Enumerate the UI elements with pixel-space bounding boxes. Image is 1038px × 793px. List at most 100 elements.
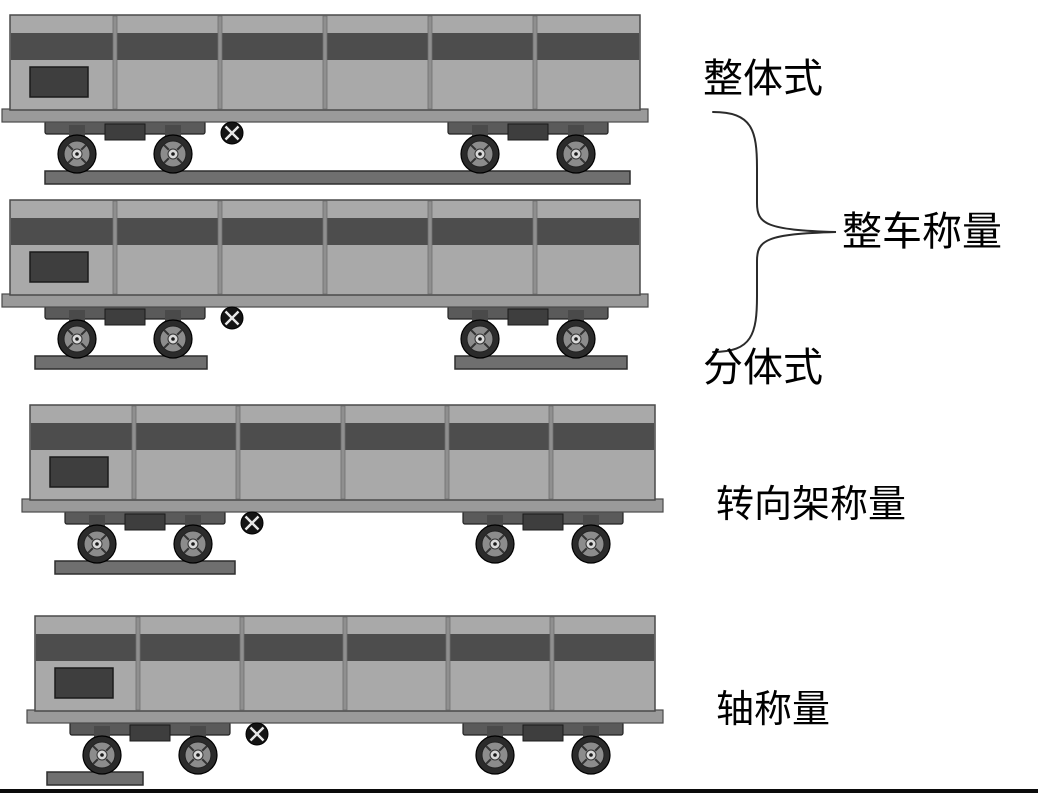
wheel-center — [95, 542, 99, 546]
wheel-spoke — [105, 745, 112, 752]
body-rib — [131, 405, 137, 500]
wheel-spoke — [581, 547, 588, 554]
underframe — [1, 108, 649, 123]
weighbridge-platform — [46, 771, 144, 786]
wheel-center — [574, 152, 578, 156]
weighbridge-platform — [44, 170, 631, 185]
wheel-spoke — [163, 329, 170, 336]
brace-whole-car-weighing — [712, 111, 837, 353]
wheel-spoke — [483, 157, 490, 164]
wheel-spoke — [594, 745, 601, 752]
bottom-border — [0, 789, 1038, 793]
wheel-spoke — [485, 758, 492, 765]
axle-box — [69, 125, 85, 136]
wheel-spoke — [67, 342, 74, 349]
wheel-spoke — [470, 157, 477, 164]
axle-box — [472, 310, 488, 321]
wheel-spoke — [581, 758, 588, 765]
crossed-circle-icon — [245, 722, 269, 746]
wheel-center — [75, 152, 79, 156]
body-rib — [112, 200, 118, 295]
wheel-spoke — [566, 329, 573, 336]
axle-box — [69, 310, 85, 321]
wheel-spoke — [566, 342, 573, 349]
body-rib — [322, 200, 328, 295]
bogie-spring — [522, 724, 564, 742]
axle-box — [165, 125, 181, 136]
wheel-spoke — [483, 144, 490, 151]
axle-box — [568, 310, 584, 321]
axle-box — [472, 125, 488, 136]
bogie-spring — [507, 308, 549, 326]
wheel-spoke — [87, 534, 94, 541]
wheel-spoke — [196, 534, 203, 541]
wheel-center — [574, 337, 578, 341]
wheel-spoke — [579, 329, 586, 336]
wheel-spoke — [201, 758, 208, 765]
crossed-circle-line — [224, 125, 240, 141]
body-rib — [235, 405, 241, 500]
body-rib — [322, 15, 328, 110]
body-rib — [340, 405, 346, 500]
body-rib — [239, 616, 245, 711]
wheel-spoke — [80, 157, 87, 164]
wheel-spoke — [201, 745, 208, 752]
wheel-spoke — [163, 144, 170, 151]
wheel-spoke — [188, 758, 195, 765]
wheel-center — [493, 542, 497, 546]
wheel-center — [478, 152, 482, 156]
axle-box — [190, 726, 206, 737]
wheel-spoke — [485, 534, 492, 541]
side-panel — [49, 456, 109, 488]
wheel-spoke — [566, 144, 573, 151]
axle-box — [185, 515, 201, 526]
wheel-spoke — [483, 342, 490, 349]
axle-box — [568, 125, 584, 136]
wheel-spoke — [485, 745, 492, 752]
wheel-spoke — [80, 144, 87, 151]
wheel-center — [171, 152, 175, 156]
wheel-spoke — [594, 534, 601, 541]
wheel-spoke — [176, 157, 183, 164]
label-integral: 整体式 — [703, 57, 823, 101]
wheel-spoke — [176, 144, 183, 151]
wheel-spoke — [485, 547, 492, 554]
body-rib — [548, 405, 554, 500]
wheel-spoke — [581, 534, 588, 541]
wheel-spoke — [92, 758, 99, 765]
body-rib — [532, 15, 538, 110]
wheel-spoke — [183, 534, 190, 541]
wheel-center — [191, 542, 195, 546]
bogie-spring — [124, 513, 166, 531]
label-bogie-weighing: 转向架称量 — [716, 484, 906, 526]
wheel-spoke — [498, 534, 505, 541]
bogie-spring — [104, 308, 146, 326]
wheel-spoke — [183, 547, 190, 554]
car-split — [1, 199, 649, 370]
weighbridge-platform — [54, 560, 236, 575]
wheel-spoke — [92, 745, 99, 752]
body-rib — [112, 15, 118, 110]
side-panel — [54, 667, 114, 699]
car-integral — [1, 14, 649, 185]
wheel-spoke — [566, 157, 573, 164]
side-panel — [29, 251, 89, 283]
wheel-spoke — [87, 547, 94, 554]
wheel-spoke — [498, 758, 505, 765]
axle-box — [89, 515, 105, 526]
wheel-spoke — [80, 329, 87, 336]
wheel-center — [589, 542, 593, 546]
wheel-spoke — [176, 329, 183, 336]
wheel-spoke — [100, 534, 107, 541]
wheel-spoke — [80, 342, 87, 349]
body-rib — [427, 200, 433, 295]
underframe — [21, 498, 664, 513]
label-whole-car-weighing: 整车称量 — [842, 210, 1002, 254]
crossed-circle-icon — [220, 121, 244, 145]
axle-box — [583, 515, 599, 526]
wheel-center — [196, 753, 200, 757]
body-rib — [135, 616, 141, 711]
underframe — [26, 709, 664, 724]
crossed-circle-line — [244, 515, 260, 531]
